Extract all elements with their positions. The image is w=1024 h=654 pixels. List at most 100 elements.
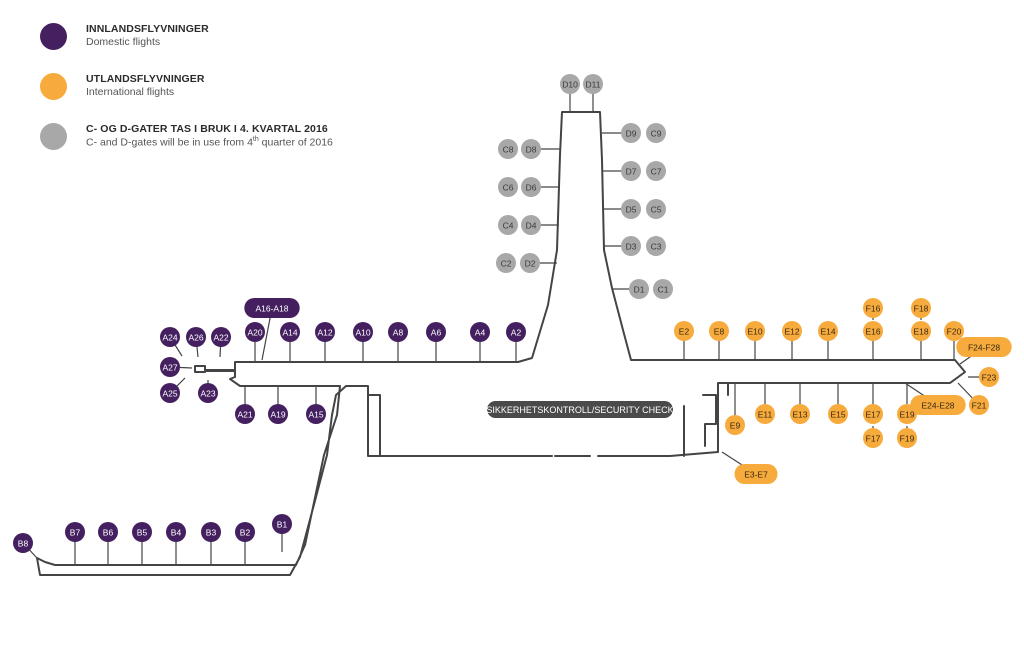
gate-e15[interactable]: E15: [828, 383, 848, 424]
gate-e18[interactable]: E18: [911, 321, 931, 360]
gate-b7[interactable]: B7: [65, 522, 85, 565]
gate-f21[interactable]: F21: [957, 382, 989, 415]
gate-d4[interactable]: D4: [521, 215, 559, 235]
gate-marker[interactable]: [235, 522, 255, 542]
gate-marker[interactable]: [521, 215, 541, 235]
gate-marker[interactable]: [629, 279, 649, 299]
gate-a12[interactable]: A12: [315, 322, 335, 362]
gate-f20[interactable]: F20: [944, 321, 964, 360]
gate-marker[interactable]: [709, 321, 729, 341]
gate-a21[interactable]: A21: [235, 386, 255, 424]
gate-marker[interactable]: [897, 428, 917, 448]
gate-marker[interactable]: [956, 337, 1012, 357]
gate-c5[interactable]: C5: [646, 199, 666, 219]
gate-marker[interactable]: [863, 298, 883, 318]
gate-a10[interactable]: A10: [353, 322, 373, 362]
gate-marker[interactable]: [621, 199, 641, 219]
gate-marker[interactable]: [621, 161, 641, 181]
gate-marker[interactable]: [235, 404, 255, 424]
gate-marker[interactable]: [755, 404, 775, 424]
gate-a19[interactable]: A19: [268, 386, 288, 424]
gate-c7[interactable]: C7: [646, 161, 666, 181]
gate-marker[interactable]: [272, 514, 292, 534]
gate-marker[interactable]: [506, 322, 526, 342]
gate-a22[interactable]: A22: [211, 327, 231, 358]
gate-f19[interactable]: F19: [897, 426, 917, 448]
gate-f16[interactable]: F16: [863, 298, 883, 320]
gate-marker[interactable]: [790, 404, 810, 424]
gate-b6[interactable]: B6: [98, 522, 118, 565]
gate-f17[interactable]: F17: [863, 426, 883, 448]
gate-a14[interactable]: A14: [280, 322, 300, 362]
gate-marker[interactable]: [244, 298, 300, 318]
gate-marker[interactable]: [315, 322, 335, 342]
gate-c6[interactable]: C6: [498, 177, 518, 197]
gate-marker[interactable]: [911, 298, 931, 318]
gate-marker[interactable]: [306, 404, 326, 424]
gate-marker[interactable]: [560, 74, 580, 94]
gate-marker[interactable]: [646, 161, 666, 181]
gate-marker[interactable]: [353, 322, 373, 342]
gate-marker[interactable]: [646, 199, 666, 219]
gate-marker[interactable]: [782, 321, 802, 341]
gate-d3[interactable]: D3: [604, 236, 641, 256]
gate-marker[interactable]: [160, 383, 180, 403]
gate-marker[interactable]: [897, 404, 917, 424]
gate-marker[interactable]: [268, 404, 288, 424]
gate-b2[interactable]: B2: [235, 522, 255, 565]
gate-marker[interactable]: [725, 415, 745, 435]
gate-marker[interactable]: [280, 322, 300, 342]
gate-marker[interactable]: [979, 367, 999, 387]
gate-e11[interactable]: E11: [755, 383, 775, 424]
gate-marker[interactable]: [863, 404, 883, 424]
gate-d9[interactable]: D9: [602, 123, 641, 143]
gate-c8[interactable]: C8: [498, 139, 518, 159]
gate-marker[interactable]: [646, 123, 666, 143]
gate-d2[interactable]: D2: [520, 253, 557, 273]
gate-a26[interactable]: A26: [186, 327, 206, 358]
gate-marker[interactable]: [653, 279, 673, 299]
gate-marker[interactable]: [498, 177, 518, 197]
gate-marker[interactable]: [863, 321, 883, 341]
gate-e19[interactable]: E19: [897, 383, 917, 424]
gate-marker[interactable]: [734, 464, 778, 484]
gate-a15[interactable]: A15: [306, 386, 326, 424]
gate-marker[interactable]: [498, 139, 518, 159]
gate-marker[interactable]: [498, 215, 518, 235]
gate-e8[interactable]: E8: [709, 321, 729, 360]
gate-marker[interactable]: [132, 522, 152, 542]
gate-e14[interactable]: E14: [818, 321, 838, 360]
gate-a2[interactable]: A2: [506, 322, 526, 362]
gate-b4[interactable]: B4: [166, 522, 186, 565]
gate-d1[interactable]: D1: [612, 279, 649, 299]
gate-e3-e7[interactable]: E3-E7: [721, 451, 778, 484]
gate-c3[interactable]: C3: [646, 236, 666, 256]
gate-a27[interactable]: A27: [160, 357, 193, 377]
gate-marker[interactable]: [388, 322, 408, 342]
gate-marker[interactable]: [520, 253, 540, 273]
gate-a25[interactable]: A25: [160, 377, 186, 403]
gate-marker[interactable]: [944, 321, 964, 341]
gate-f18[interactable]: F18: [911, 298, 931, 320]
gate-d8[interactable]: D8: [521, 139, 560, 159]
gate-e17[interactable]: E17: [863, 383, 883, 424]
gate-a20[interactable]: A20: [245, 322, 265, 362]
gate-e16[interactable]: E16: [863, 321, 883, 360]
gate-e12[interactable]: E12: [782, 321, 802, 360]
gate-marker[interactable]: [470, 322, 490, 342]
gate-f23[interactable]: F23: [968, 367, 999, 387]
gate-a23[interactable]: A23: [198, 380, 218, 403]
gate-b3[interactable]: B3: [201, 522, 221, 565]
gate-marker[interactable]: [245, 322, 265, 342]
gate-d10[interactable]: D10: [560, 74, 580, 112]
gate-marker[interactable]: [198, 383, 218, 403]
gate-marker[interactable]: [863, 428, 883, 448]
gate-marker[interactable]: [745, 321, 765, 341]
gate-a8[interactable]: A8: [388, 322, 408, 362]
gate-marker[interactable]: [674, 321, 694, 341]
gate-e2[interactable]: E2: [674, 321, 694, 360]
gate-e24-e28[interactable]: E24-E28: [904, 382, 966, 415]
gate-marker[interactable]: [911, 321, 931, 341]
gate-c1[interactable]: C1: [653, 279, 673, 299]
gate-marker[interactable]: [521, 177, 541, 197]
